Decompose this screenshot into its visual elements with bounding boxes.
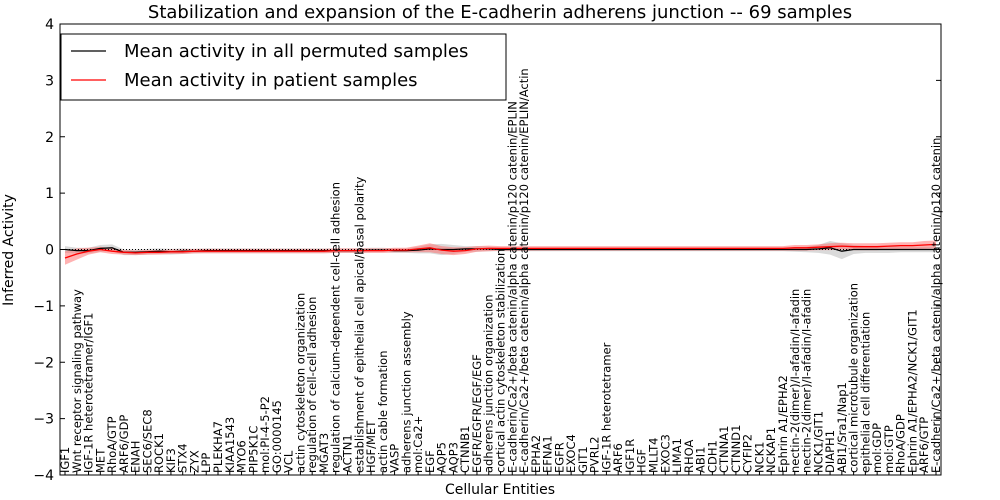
- x-tick-label: nectin-2(dimer)/I-afadin/I-afadin: [800, 289, 814, 473]
- x-tick-label: establishment of epithelial cell apical/…: [352, 177, 366, 473]
- x-tick-label: PVRL2: [588, 436, 602, 473]
- x-tick-label: SEC6/SEC8: [140, 409, 154, 473]
- x-tick-label: epithelial cell differentiation: [858, 312, 872, 473]
- x-tick-label: IGF1R: [623, 439, 637, 473]
- x-tick-label: RHOA: [682, 440, 696, 473]
- x-tick-label: actin cable formation: [376, 350, 390, 473]
- x-tick-label: IGF-1R heterotetramer/IGF1: [82, 313, 96, 473]
- x-tick-label: PLEKHA7: [211, 421, 225, 473]
- y-tick-label: 0: [45, 243, 54, 259]
- x-tick-label: LIMA1: [670, 438, 684, 473]
- x-tick-label: ROCK1: [152, 433, 166, 473]
- x-tick-label: DIAPH1: [823, 430, 837, 473]
- x-tick-label: CTNND1: [729, 425, 743, 473]
- x-tick-label: E-cadherin/Ca2+/beta catenin/alpha caten…: [505, 101, 519, 473]
- x-tick-label: Ephrin A1/EPHA2: [776, 375, 790, 473]
- x-tick-label: ABI1: [694, 447, 708, 473]
- x-tick-label: VCL: [282, 450, 296, 473]
- x-tick-label: ARF6: [611, 443, 625, 473]
- x-tick-label: E-cadherin/Ca2+/beta catenin/alpha caten…: [929, 138, 943, 473]
- x-tick-label: regulation of cell-cell adhesion: [305, 297, 319, 473]
- x-tick-label: ACTN1: [341, 434, 355, 473]
- x-tick-label: ENAH: [129, 441, 143, 473]
- x-tick-label: EGFR/EGFR/EGF/EGF: [470, 354, 484, 473]
- legend-label-permuted: Mean activity in all permuted samples: [124, 41, 468, 62]
- x-tick-label: E-cadherin/Ca2+/beta catenin/alpha caten…: [517, 68, 531, 473]
- x-tick-label: ARF6/GDP: [117, 415, 131, 473]
- x-tick-label: cortical microtubule organization: [847, 283, 861, 473]
- x-tick-label: PIP5K1C: [246, 426, 260, 473]
- x-tick-label: ZYX: [188, 450, 202, 473]
- x-tick-label: mol:Ca2+: [411, 416, 425, 473]
- series-band-1: [65, 240, 936, 265]
- x-tick-label: STX4: [176, 443, 190, 473]
- x-tick-label: GO:0000145: [270, 400, 284, 473]
- x-tick-label: actin cytoskeleton organization: [293, 293, 307, 473]
- x-tick-label: ARF6/GTP: [917, 417, 931, 473]
- x-tick-label: LPP: [199, 453, 213, 473]
- x-tick-label: MGAT3: [317, 433, 331, 473]
- x-tick-label: regulation of calcium-dependent cell-cel…: [329, 182, 343, 473]
- x-tick-label: nectin-2(dimer)/I-afadin/I-afadin: [788, 289, 802, 473]
- legend-label-patient: Mean activity in patient samples: [124, 70, 418, 91]
- y-tick-labels: −4 −3 −2 −1 0 1 2 3 4: [33, 17, 941, 484]
- x-tick-label: CYFIP2: [741, 434, 755, 473]
- series-line-1: [64, 243, 937, 259]
- y-axis-label: Inferred Activity: [1, 194, 17, 306]
- x-tick-label: mol:PI-4-5-P2: [258, 396, 272, 473]
- x-tick-label: IGF1: [58, 447, 72, 473]
- x-tick-label: EGFR: [552, 442, 566, 473]
- x-tick-label: EXOC3: [658, 434, 672, 473]
- x-tick-label: MET: [93, 448, 107, 473]
- x-tick-label: HGF/MET: [364, 420, 378, 473]
- legend-box: [60, 33, 507, 101]
- y-tick-label: 4: [45, 17, 54, 33]
- x-tick-label: MLLT4: [647, 438, 661, 474]
- x-tick-label: KIAA1543: [223, 417, 237, 473]
- y-tick-label: −3: [33, 412, 54, 428]
- x-tick-label: EGF: [423, 450, 437, 473]
- x-tick-label: AQP3: [446, 442, 460, 473]
- x-tick-label: EFNA1: [541, 435, 555, 473]
- x-tick-label: NCK1: [752, 442, 766, 474]
- x-tick-label: IGF-1R heterotetramer: [599, 342, 613, 473]
- x-axis-label: Cellular Entities: [445, 482, 555, 498]
- x-tick-label: RhoA/GDP: [894, 414, 908, 473]
- x-tick-label: NCK1/GIT1: [811, 411, 825, 473]
- x-tick-label: EXOC4: [564, 434, 578, 473]
- x-tick-label: CDH1: [705, 440, 719, 473]
- x-tick-label: cortical actin cytoskeleton stabilizatio…: [494, 249, 508, 473]
- x-tick-label: Wnt receptor signaling pathway: [70, 289, 84, 473]
- y-tick-label: −1: [33, 299, 54, 315]
- y-tick-label: 1: [45, 186, 54, 202]
- x-tick-label: NCKAP1: [764, 427, 778, 473]
- x-tick-label: adherens junction assembly: [399, 311, 413, 473]
- x-tick-label: CTNNB1: [458, 426, 472, 473]
- chart-title: Stabilization and expansion of the E-cad…: [148, 2, 852, 23]
- x-tick-label: GIT1: [576, 446, 590, 473]
- x-tick-label: mol:GDP: [870, 423, 884, 473]
- x-tick-label: mol:GTP: [882, 425, 896, 473]
- x-tick-label: CTNNA1: [717, 426, 731, 473]
- legend: Mean activity in all permuted samples Me…: [60, 33, 507, 101]
- y-tick-label: 2: [45, 130, 54, 146]
- x-tick-label: HGF: [635, 449, 649, 473]
- x-tick-label: AQP5: [435, 442, 449, 473]
- y-tick-label: −2: [33, 355, 54, 371]
- x-tick-label: adherens junction organization: [482, 295, 496, 473]
- x-tick-label: KIF3: [164, 448, 178, 473]
- y-tick-label: 3: [45, 73, 54, 89]
- x-tick-label: ABI1/Sra1/Nap1: [835, 382, 849, 473]
- x-tick-label: VASP: [388, 444, 402, 473]
- x-tick-label: RhoA/GTP: [105, 416, 119, 473]
- x-tick-label: Ephrin A1/EPHA2/NCK1/GIT1: [906, 309, 920, 473]
- x-tick-label: MYO6: [235, 440, 249, 473]
- y-tick-label: −4: [33, 468, 54, 484]
- x-tick-label: EPHA2: [529, 435, 543, 473]
